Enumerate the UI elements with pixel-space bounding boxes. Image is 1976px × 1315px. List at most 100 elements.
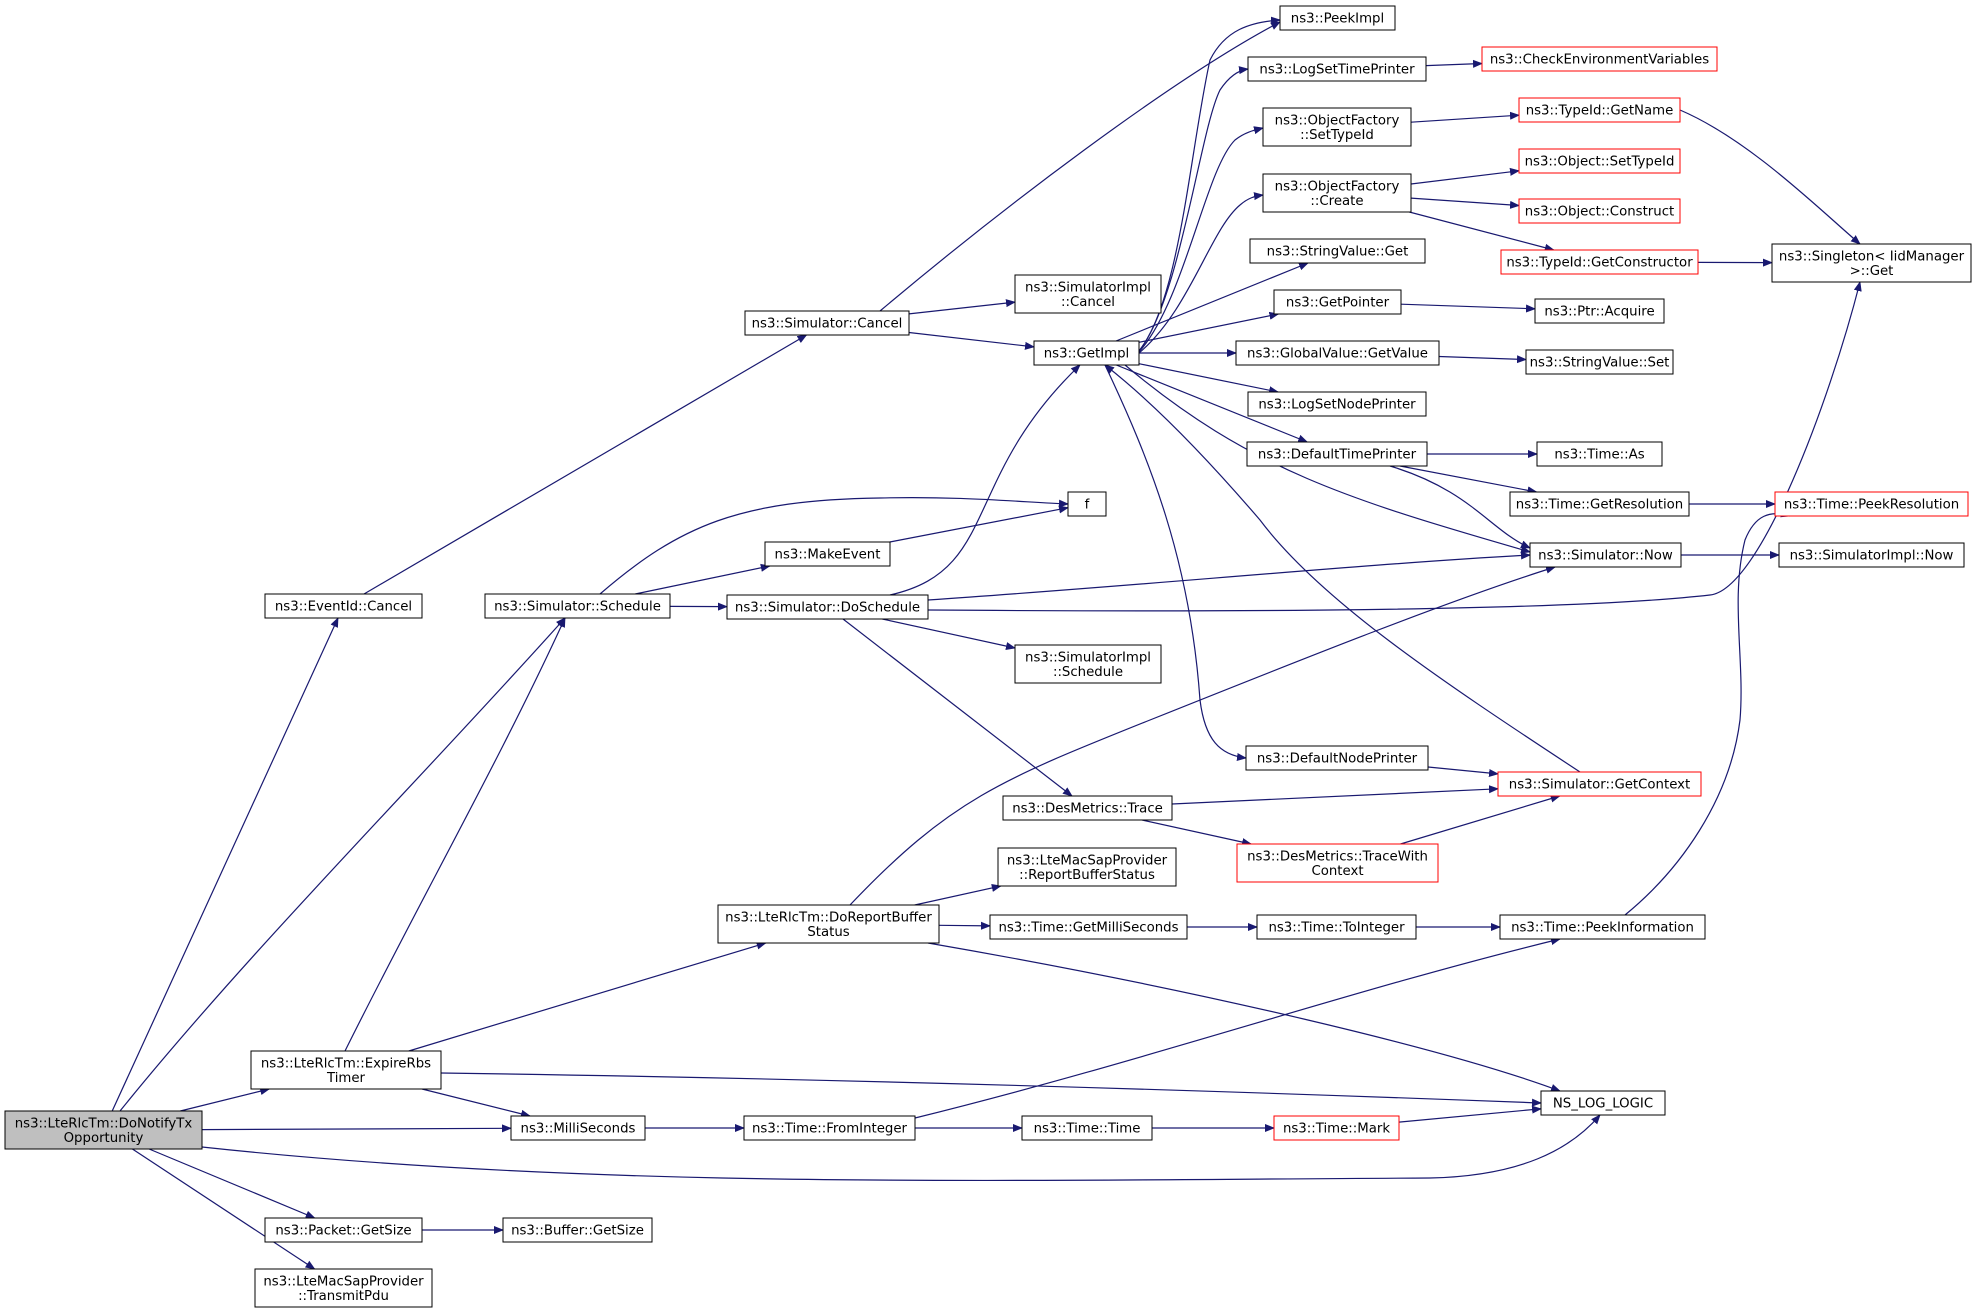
node-time-mark[interactable]: ns3::Time::Mark [1273, 1115, 1400, 1141]
node-typeid-getconstructor[interactable]: ns3::TypeId::GetConstructor [1500, 249, 1699, 275]
node-getpointer[interactable]: ns3::GetPointer [1273, 289, 1402, 315]
call-edge-getimpl-to-default-node [1104, 364, 1247, 761]
node-schedule[interactable]: ns3::Simulator::Schedule [484, 593, 671, 619]
node-singleton-get[interactable]: ns3::Singleton< IidManager >::Get [1771, 243, 1972, 283]
call-edge-expire-rbs-to-milliseconds [421, 1088, 531, 1118]
node-label: ns3::Time::ToInteger [1268, 921, 1405, 936]
node-milliseconds[interactable]: ns3::MilliSeconds [510, 1115, 646, 1141]
call-edge-desmetrics-trace-to-trace-with-context [1141, 819, 1253, 846]
node-check-env[interactable]: ns3::CheckEnvironmentVariables [1481, 46, 1718, 72]
node-label: ::TransmitPdu [298, 1289, 389, 1304]
node-time-time[interactable]: ns3::Time::Time [1021, 1115, 1153, 1141]
node-box [1021, 1115, 1153, 1141]
node-sim-now[interactable]: ns3::Simulator::Now [1529, 542, 1682, 568]
node-of-settypeid[interactable]: ns3::ObjectFactory::SetTypeId [1262, 107, 1412, 147]
node-eventid-cancel[interactable]: ns3::EventId::Cancel [264, 593, 423, 619]
node-box [1014, 274, 1162, 314]
call-edge-doschedule-to-sim-now [927, 551, 1531, 601]
call-edge-makeevent-to-f [889, 505, 1069, 543]
call-edge-expire-rbs-to-report-buffer [408, 941, 767, 1052]
call-edge-typeid-getname-to-singleton-get [1679, 109, 1861, 245]
node-getimpl[interactable]: ns3::GetImpl [1033, 340, 1140, 366]
node-box [1518, 97, 1681, 123]
node-box [1536, 441, 1663, 467]
node-label: ns3::LteRlcTm::DoNotifyTx [15, 1116, 193, 1131]
node-box [743, 1115, 916, 1141]
node-get-milliseconds[interactable]: ns3::Time::GetMilliSeconds [989, 914, 1188, 940]
node-logset-time[interactable]: ns3::LogSetTimePrinter [1247, 56, 1427, 82]
node-simimpl-cancel[interactable]: ns3::SimulatorImpl::Cancel [1014, 274, 1162, 314]
node-time-as[interactable]: ns3::Time::As [1536, 441, 1663, 467]
node-label: ns3::LogSetTimePrinter [1259, 63, 1415, 78]
node-doschedule[interactable]: ns3::Simulator::DoSchedule [726, 594, 929, 620]
node-box [1002, 795, 1173, 821]
node-packet-getsize[interactable]: ns3::Packet::GetSize [264, 1217, 423, 1243]
node-label: ns3::GetPointer [1286, 296, 1390, 311]
node-get-context[interactable]: ns3::Simulator::GetContext [1497, 771, 1702, 797]
node-label: ns3::GlobalValue::GetValue [1247, 347, 1428, 362]
node-label: ns3::Simulator::GetContext [1509, 778, 1690, 793]
call-edge-getimpl-to-stringvalue-get [1115, 262, 1309, 342]
call-edge-logset-time-to-check-env [1425, 59, 1483, 68]
node-peek-information[interactable]: ns3::Time::PeekInformation [1499, 914, 1706, 940]
node-label: ns3::SimulatorImpl::Now [1790, 549, 1954, 564]
node-ns-log-logic[interactable]: NS_LOG_LOGIC [1540, 1090, 1666, 1116]
node-gv-getvalue[interactable]: ns3::GlobalValue::GetValue [1235, 340, 1440, 366]
node-makeevent[interactable]: ns3::MakeEvent [764, 541, 891, 567]
node-desmetrics-trace[interactable]: ns3::DesMetrics::Trace [1002, 795, 1173, 821]
node-label: Opportunity [64, 1131, 144, 1146]
node-stringvalue-get[interactable]: ns3::StringValue::Get [1249, 238, 1426, 264]
node-label: ns3::Simulator::DoSchedule [735, 601, 920, 616]
node-label: ::ReportBufferStatus [1019, 868, 1155, 883]
node-box [989, 914, 1188, 940]
node-label: ns3::Time::GetMilliSeconds [998, 921, 1178, 936]
node-peek-resolution[interactable]: ns3::Time::PeekResolution [1774, 491, 1969, 517]
node-typeid-getname[interactable]: ns3::TypeId::GetName [1518, 97, 1681, 123]
node-box [1518, 148, 1681, 174]
node-from-integer[interactable]: ns3::Time::FromInteger [743, 1115, 916, 1141]
node-ptr-acquire[interactable]: ns3::Ptr::Acquire [1534, 298, 1665, 324]
node-simimpl-schedule[interactable]: ns3::SimulatorImpl::Schedule [1014, 644, 1162, 684]
node-label: ns3::Time::As [1554, 448, 1644, 463]
node-of-create[interactable]: ns3::ObjectFactory::Create [1262, 173, 1412, 213]
node-peekimpl[interactable]: ns3::PeekImpl [1279, 5, 1396, 31]
node-get-resolution[interactable]: ns3::Time::GetResolution [1509, 491, 1690, 517]
call-edge-sim-cancel-to-getimpl [908, 331, 1035, 350]
call-edge-desmetrics-trace-to-get-context [1171, 785, 1499, 805]
node-to-integer[interactable]: ns3::Time::ToInteger [1256, 914, 1417, 940]
node-stringvalue-set[interactable]: ns3::StringValue::Set [1525, 349, 1674, 375]
node-simimpl-now[interactable]: ns3::SimulatorImpl::Now [1778, 542, 1965, 568]
node-label: ns3::Simulator::Now [1538, 549, 1673, 564]
node-label: ns3::Simulator::Cancel [752, 317, 903, 332]
node-box [717, 904, 940, 944]
call-edge-expire-rbs-to-ns-log-logic [440, 1072, 1542, 1107]
node-label: NS_LOG_LOGIC [1553, 1097, 1653, 1112]
node-transmit-pdu[interactable]: ns3::LteMacSapProvider::TransmitPdu [254, 1268, 433, 1308]
node-label: ns3::Time::Time [1034, 1122, 1141, 1137]
node-box [1518, 198, 1681, 224]
node-default-node[interactable]: ns3::DefaultNodePrinter [1245, 745, 1429, 771]
node-box [510, 1115, 646, 1141]
node-label: ns3::EventId::Cancel [275, 600, 412, 615]
node-label: Status [807, 925, 849, 940]
node-box [1256, 914, 1417, 940]
node-object-settypeid[interactable]: ns3::Object::SetTypeId [1518, 148, 1681, 174]
call-edge-root-to-packet-getsize [148, 1148, 316, 1219]
node-label: ns3::Ptr::Acquire [1544, 305, 1654, 320]
node-f[interactable]: f [1067, 491, 1107, 517]
call-edge-get-context-to-getimpl [1104, 364, 1581, 773]
node-box [1273, 289, 1402, 315]
node-label: ns3::SimulatorImpl [1025, 280, 1151, 295]
node-label: ns3::MilliSeconds [521, 1122, 636, 1137]
node-sim-cancel[interactable]: ns3::Simulator::Cancel [744, 310, 910, 336]
node-report-buffer-status[interactable]: ns3::LteMacSapProvider::ReportBufferStat… [997, 847, 1177, 887]
node-buffer-getsize[interactable]: ns3::Buffer::GetSize [502, 1217, 653, 1243]
node-default-time[interactable]: ns3::DefaultTimePrinter [1246, 441, 1428, 467]
node-logset-node[interactable]: ns3::LogSetNodePrinter [1247, 391, 1427, 417]
node-object-construct[interactable]: ns3::Object::Construct [1518, 198, 1681, 224]
